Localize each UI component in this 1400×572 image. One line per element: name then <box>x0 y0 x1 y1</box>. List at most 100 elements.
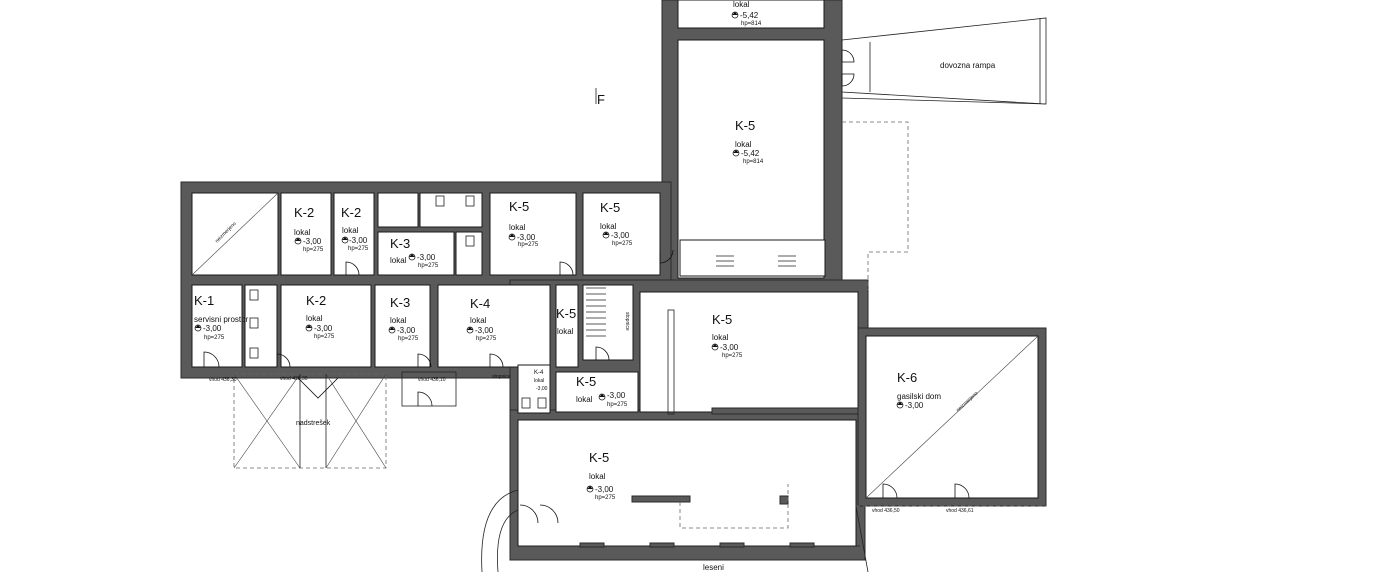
room-height: hp=814 <box>743 159 764 165</box>
room-height: hp=275 <box>518 242 539 248</box>
room-code: K-2 <box>294 205 314 220</box>
room-height: hp=275 <box>595 495 616 501</box>
toilet-icon <box>249 347 259 359</box>
room-code: K-5 <box>600 200 620 215</box>
room-level: -3,00 <box>417 253 436 262</box>
door-icon <box>539 504 559 524</box>
room-level: -3,00 <box>517 233 536 242</box>
room-k5-large: K-5 lokal -5,42 hp=814 <box>732 118 764 165</box>
level-icon <box>732 149 740 157</box>
door-icon <box>345 261 360 276</box>
entrance-label: vhod 436,10 <box>418 377 446 383</box>
door-icon <box>841 49 855 63</box>
room-k2-c: K-2 lokal -3,00 hp=275 <box>305 293 335 340</box>
room-k3-a: K-3 lokal -3,00 hp=275 <box>390 236 439 269</box>
room-k5-a: K-5 lokal -3,00 hp=275 <box>508 199 539 248</box>
room-code: K-5 <box>576 374 596 389</box>
entrance-label: vhod 436,50 <box>872 508 900 514</box>
entrance-label: vhod 436,30 <box>209 377 237 383</box>
room-code: K-4 <box>534 370 544 376</box>
door-icon <box>417 391 433 407</box>
room-k6: K-6 gasilski dom -3,00 <box>896 370 941 410</box>
door-icon <box>489 353 504 368</box>
door-icon <box>519 504 539 524</box>
sanitary-fixtures <box>249 195 547 409</box>
room-label: lokal <box>509 223 526 232</box>
level-icon <box>508 233 516 241</box>
toilet-icon <box>249 289 259 301</box>
level-icon <box>586 485 594 493</box>
room-level: -5,42 <box>741 149 760 158</box>
level-icon <box>598 393 606 401</box>
external-structures <box>233 17 1047 572</box>
room-level: -3,00 <box>595 485 614 494</box>
entrance-label: vhod 436,61 <box>946 508 974 514</box>
room-label: lokal <box>733 0 750 9</box>
room-height: hp=275 <box>314 334 335 340</box>
room-label: lokal <box>390 256 407 265</box>
room-level: -3,00 <box>905 401 924 410</box>
door-icon <box>841 73 855 87</box>
room-label: servisni prostor <box>194 315 249 324</box>
room-height: hp=275 <box>722 353 743 359</box>
section-marker: F <box>595 88 605 107</box>
room-code: K-4 <box>470 296 490 311</box>
room-height: hp=275 <box>418 263 439 269</box>
room-level: -3,00 <box>303 237 322 246</box>
door-icon <box>297 377 339 399</box>
room-height: hp=275 <box>303 247 324 253</box>
room-code: K-3 <box>390 236 410 251</box>
room-k4-small: K-4 lokal -3,00 <box>534 370 548 392</box>
room-k5-bottom: K-5 lokal -3,00 hp=275 <box>586 450 616 501</box>
toilet-icon <box>465 235 475 247</box>
toilet-icon <box>249 317 259 329</box>
level-icon <box>305 324 313 332</box>
stairs <box>586 255 796 337</box>
room-level: -3,00 <box>397 326 416 335</box>
section-mark-label: F <box>597 92 605 107</box>
room-label: lokal <box>390 316 407 325</box>
door-icon <box>203 351 220 368</box>
room-k2-b: K-2 lokal -3,00 hp=275 <box>341 205 369 252</box>
room-level: -3,00 <box>203 324 222 333</box>
door-icon <box>882 483 898 499</box>
room-level: -3,00 <box>720 343 739 352</box>
room-code: K-5 <box>589 450 609 465</box>
room-k5-b: K-5 lokal -3,00 hp=275 <box>600 200 633 247</box>
level-icon <box>194 324 202 332</box>
room-top-k5: lokal -5,42 hp=814 <box>731 0 762 27</box>
room-k5-small: K-5 lokal -3,00 hp=275 <box>576 374 628 408</box>
room-level: -3,00 <box>611 231 630 240</box>
door-icon <box>417 353 432 368</box>
door-icon <box>276 353 291 368</box>
room-code: K-2 <box>306 293 326 308</box>
level-icon <box>731 11 739 19</box>
room-interiors <box>191 0 1039 547</box>
room-k2-a: K-2 lokal -3,00 hp=275 <box>294 205 324 253</box>
room-k5-mid: K-5 lokal -3,00 hp=275 <box>711 312 743 359</box>
room-label: lokal <box>534 378 544 384</box>
room-height: hp=275 <box>204 335 225 341</box>
room-height: hp=275 <box>348 246 369 252</box>
door-icon <box>559 261 574 276</box>
room-label: lokal <box>600 222 617 231</box>
toilet-icon <box>521 397 531 409</box>
room-level: -3,00 <box>536 386 548 392</box>
room-height: hp=275 <box>476 336 497 342</box>
room-label: lokal <box>589 472 606 481</box>
canopy-label: nadstrešek <box>296 420 331 427</box>
room-code: K-6 <box>897 370 917 385</box>
scaffold-label: leseni <box>703 563 724 572</box>
room-label: lokal <box>342 226 359 235</box>
demolition-diagonals <box>191 192 1039 499</box>
level-icon <box>466 326 474 334</box>
toilet-icon <box>537 397 547 409</box>
toilet-icon <box>435 195 445 207</box>
room-height: hp=275 <box>398 336 419 342</box>
stairs-center-icon <box>586 287 606 337</box>
level-icon <box>388 326 396 334</box>
room-label: lokal <box>576 395 593 404</box>
entrance-label: vhod 436,30 <box>280 376 308 382</box>
room-code: K-1 <box>194 293 214 308</box>
